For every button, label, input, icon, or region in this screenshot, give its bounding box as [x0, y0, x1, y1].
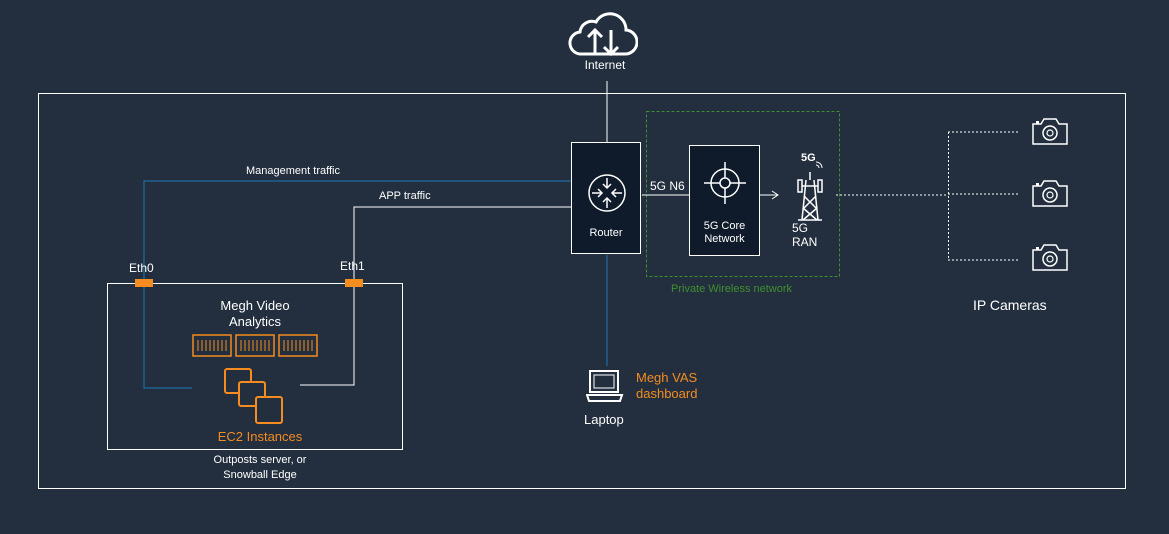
- private-network-label: Private Wireless network: [671, 283, 793, 295]
- camera-icon: [1032, 118, 1068, 145]
- analytics-label: Megh Video Analytics: [195, 298, 315, 330]
- analytics-label-line2: Analytics: [228, 314, 282, 329]
- eth0-label: Eth0: [129, 261, 154, 275]
- ran-label-line2: RAN: [792, 235, 818, 249]
- outer-boundary: [38, 93, 1126, 489]
- 5g-core-label: 5G Core Network: [690, 220, 759, 246]
- laptop-icon: [586, 370, 624, 402]
- dashboard-label-line1: Megh VAS: [636, 370, 698, 385]
- app-traffic-label: APP traffic: [379, 190, 431, 202]
- ec2-label: EC2 Instances: [217, 429, 303, 444]
- outposts-box: [107, 283, 403, 450]
- ran-label-line1: 5G: [792, 221, 809, 235]
- dashboard-label-line2: dashboard: [636, 386, 698, 401]
- eth1-label: Eth1: [340, 259, 365, 273]
- private-network-box: [646, 111, 840, 277]
- 5g-badge: 5G: [801, 152, 816, 164]
- management-traffic-label: Management traffic: [246, 165, 340, 177]
- ran-label: 5G RAN: [792, 221, 817, 249]
- 5g-core-network-icon: [704, 162, 746, 204]
- eth0-port: [135, 279, 153, 287]
- core-ran-arrowhead: [771, 190, 779, 200]
- 5g-core-label-line1: 5G Core: [703, 220, 746, 232]
- outposts-label: Outposts server, or Snowball Edge: [190, 453, 330, 483]
- app-traffic-line: [300, 206, 571, 386]
- laptop-label: Laptop: [584, 412, 624, 427]
- ip-cameras-label: IP Cameras: [973, 297, 1047, 313]
- internet-label: Internet: [584, 58, 626, 72]
- dashboard-label: Megh VAS dashboard: [636, 370, 697, 402]
- camera-icon: [1032, 244, 1068, 271]
- 5g-core-label-line2: Network: [704, 233, 745, 245]
- container-icon: [192, 334, 318, 357]
- 5g-core-box: 5G Core Network: [689, 145, 760, 256]
- outposts-label-line2: Snowball Edge: [223, 469, 297, 481]
- camera-icon: [1032, 180, 1068, 207]
- router-icon: [588, 174, 626, 212]
- cell-tower-icon: [797, 161, 823, 221]
- eth1-port: [345, 279, 363, 287]
- ec2-instances-icon: [224, 368, 283, 424]
- router-label: Router: [589, 227, 623, 239]
- n6-label: 5G N6: [650, 179, 685, 193]
- cloud-upload-download-icon: [568, 12, 638, 57]
- analytics-label-line1: Megh Video: [220, 298, 290, 313]
- router-box: Router: [571, 142, 641, 254]
- outposts-label-line1: Outposts server, or: [213, 454, 307, 466]
